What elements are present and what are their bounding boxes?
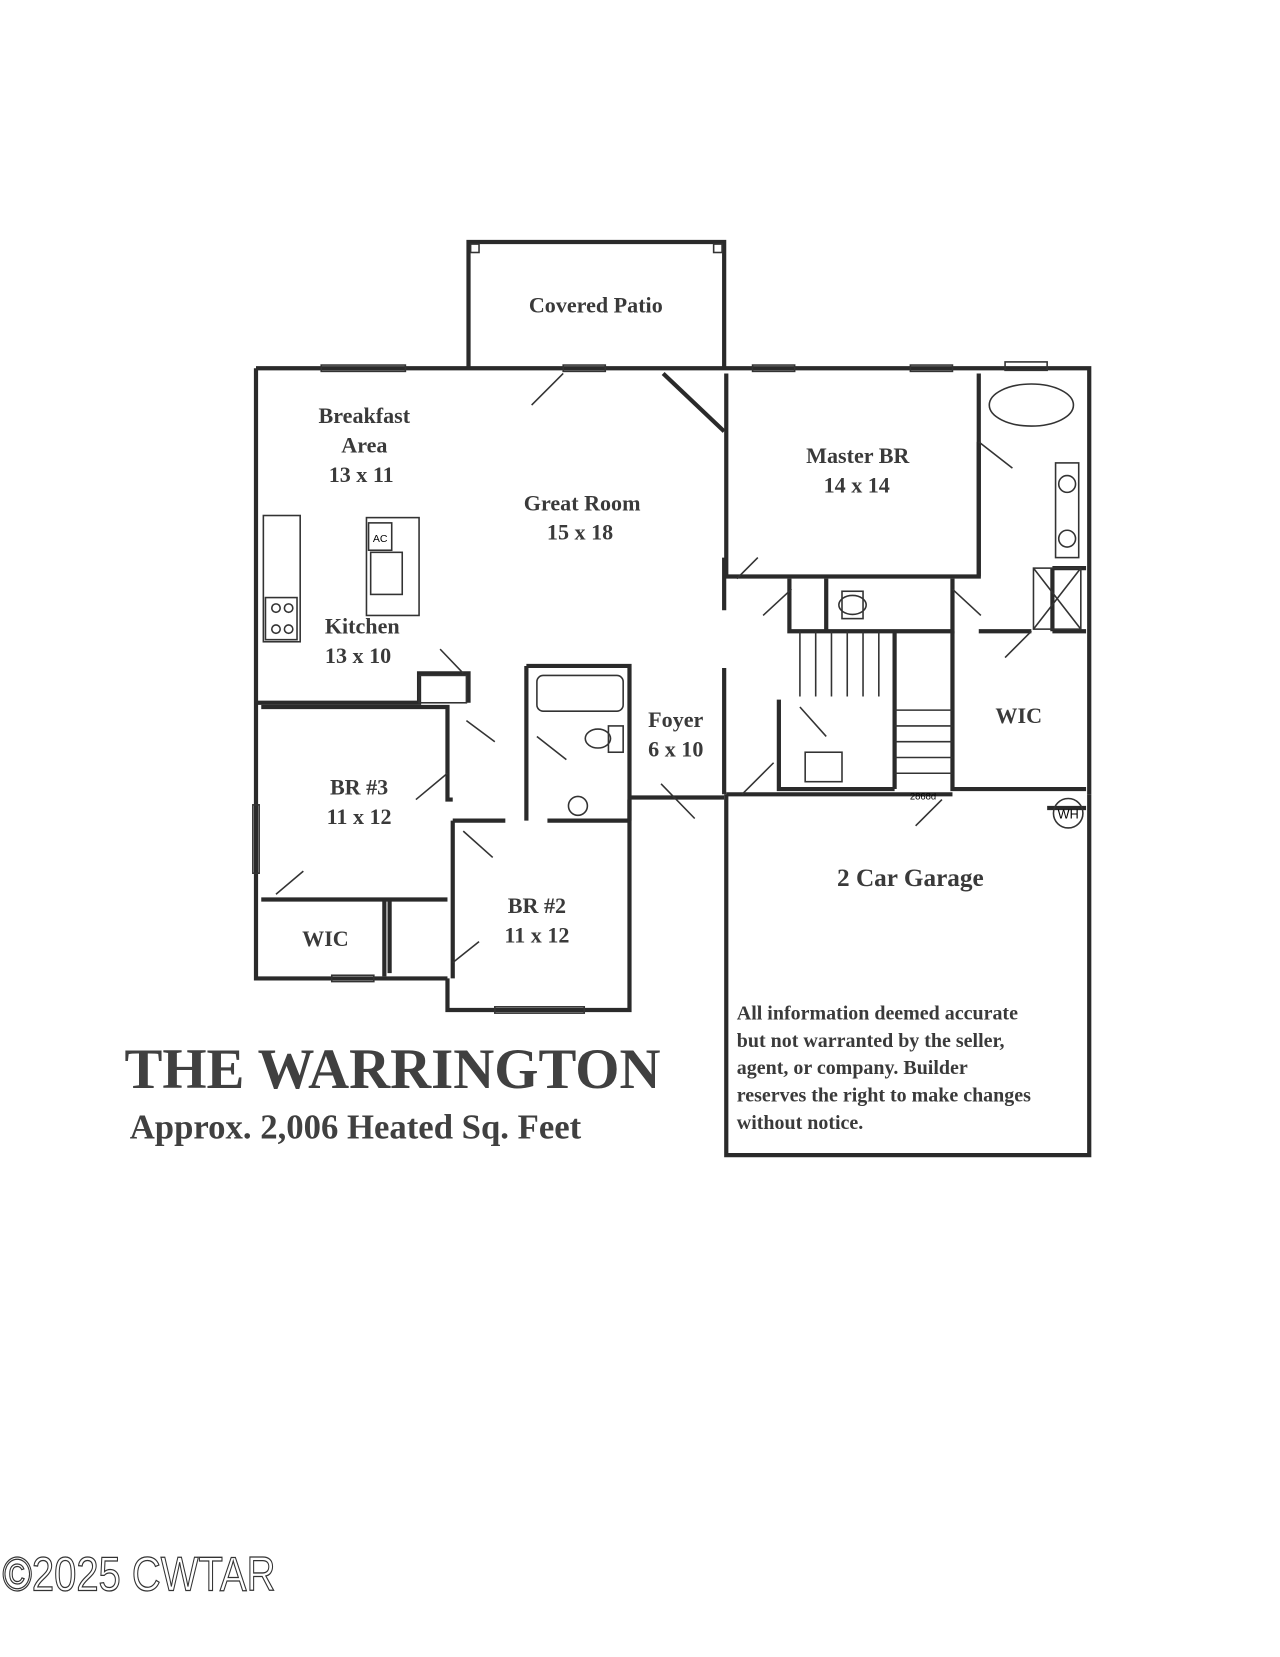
room-kitchen: Kitchen [325, 613, 400, 638]
room-breakfast-line2: Area [341, 432, 387, 457]
room-great-room: Great Room [524, 490, 641, 515]
room-foyer-size: 6 x 10 [648, 736, 703, 761]
disclaimer-line: All information deemed accurate [737, 1002, 1018, 1024]
covered-patio [466, 239, 727, 369]
watermark: ©2025 CWTAR [2, 1548, 275, 1601]
room-covered-patio: Covered Patio [529, 292, 663, 317]
room-great-room-size: 15 x 18 [547, 520, 613, 545]
stairs [799, 631, 953, 775]
fixtures [262, 383, 1082, 817]
room-breakfast-size: 13 x 11 [329, 462, 394, 487]
disclaimer-line: reserves the right to make changes [737, 1085, 1031, 1107]
windows [252, 361, 1048, 1014]
water-heater-label: WH [1058, 808, 1079, 822]
appliance-box [367, 522, 393, 552]
water-heater-icon [1052, 797, 1084, 829]
room-br3-size: 11 x 12 [327, 804, 392, 829]
room-br3: BR #3 [330, 774, 388, 799]
room-wic-right: WIC [995, 703, 1042, 728]
plan-subtitle: Approx. 2,006 Heated Sq. Feet [130, 1107, 582, 1146]
room-kitchen-size: 13 x 10 [325, 643, 391, 668]
door-swings [275, 372, 1032, 964]
disclaimer-line: but not warranted by the seller, [737, 1030, 1005, 1052]
door-code-label: 2868d [910, 792, 936, 803]
room-foyer: Foyer [648, 707, 703, 732]
room-br2-size: 11 x 12 [504, 923, 569, 948]
room-master-br: Master BR [806, 443, 910, 468]
room-breakfast-line1: Breakfast [319, 403, 411, 428]
disclaimer-line: agent, or company. Builder [737, 1057, 968, 1079]
plan-title: THE WARRINGTON [124, 1038, 660, 1101]
disclaimer-line: without notice. [737, 1112, 863, 1134]
room-garage: 2 Car Garage [837, 865, 984, 892]
room-wic-left: WIC [302, 926, 349, 951]
appliance-label: AC [373, 533, 388, 545]
room-br2: BR #2 [508, 893, 566, 918]
exterior-walls [253, 366, 1092, 1158]
room-master-br-size: 14 x 14 [824, 472, 890, 497]
